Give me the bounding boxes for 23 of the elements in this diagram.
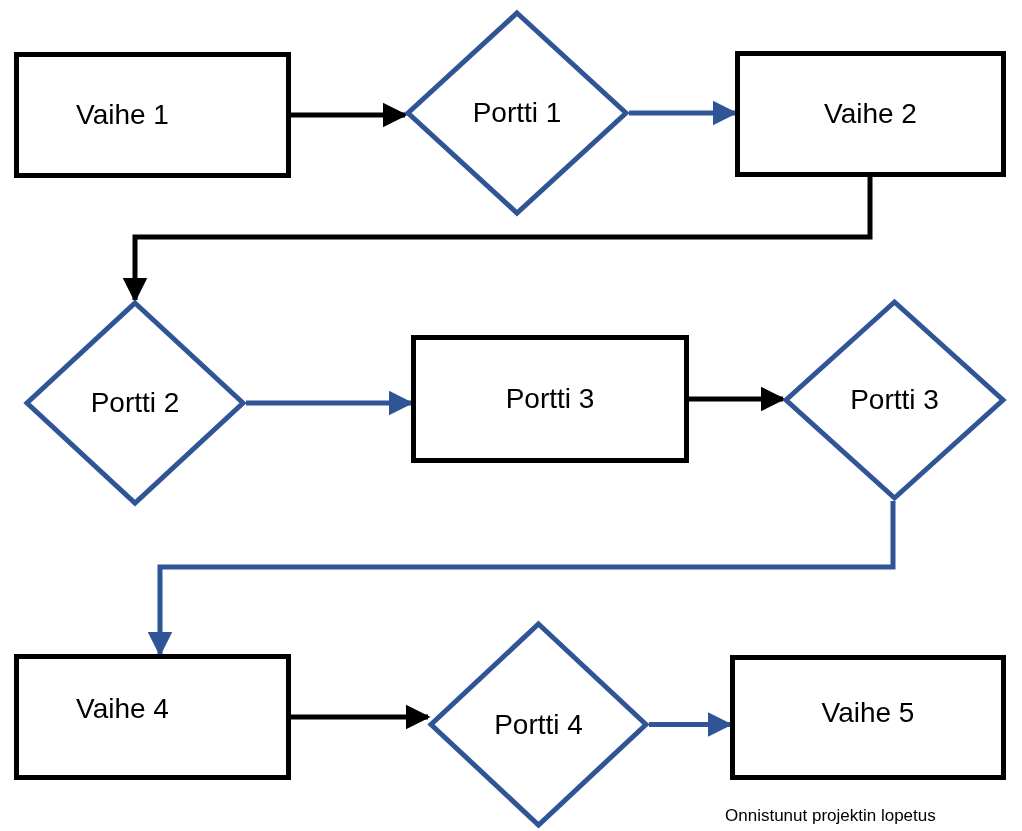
arrow bbox=[122, 177, 873, 303]
process-box bbox=[730, 655, 1006, 780]
process-box bbox=[735, 51, 1006, 177]
node-label: Portti 3 bbox=[505, 383, 595, 415]
node-label: Portti 1 bbox=[472, 97, 562, 129]
decision-diamond bbox=[24, 300, 246, 506]
caption-text: Onnistunut projektin lopetus bbox=[725, 806, 936, 826]
node-label: Vaihe 2 bbox=[824, 98, 917, 130]
node-label: Portti 3 bbox=[850, 384, 939, 416]
node-label: Portti 2 bbox=[90, 387, 180, 419]
node-label: Portti 4 bbox=[494, 708, 583, 741]
arrow bbox=[689, 386, 786, 412]
decision-diamond bbox=[405, 10, 629, 216]
decision-diamond bbox=[783, 299, 1006, 501]
node-label: Vaihe 4 bbox=[76, 693, 169, 725]
process-box bbox=[411, 335, 689, 463]
arrow bbox=[291, 102, 408, 128]
arrow bbox=[291, 704, 431, 730]
node-label: Vaihe 5 bbox=[821, 696, 915, 729]
node-label: Vaihe 1 bbox=[76, 99, 169, 131]
process-box bbox=[14, 654, 291, 780]
process-box bbox=[14, 52, 291, 178]
decision-diamond bbox=[428, 621, 649, 828]
